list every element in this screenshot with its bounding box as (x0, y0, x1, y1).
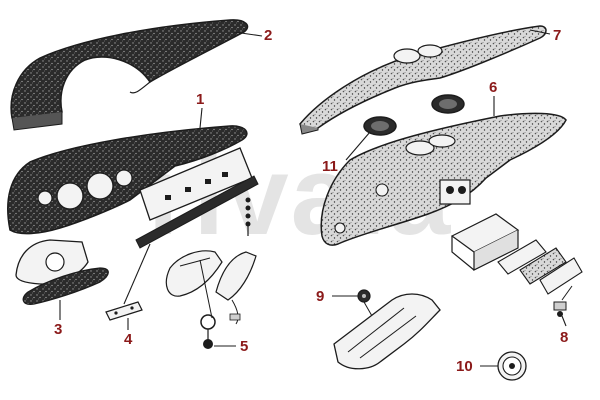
part-label-10: 10 (456, 358, 473, 375)
leader-11 (345, 131, 371, 161)
part-label-8: 8 (560, 329, 569, 346)
leader-lines (59, 29, 567, 367)
leader-7 (529, 29, 551, 35)
top-dashboard-pad-part-7 (299, 25, 547, 135)
gauge-hole-small (115, 169, 133, 187)
padded-trim-part-3 (22, 267, 109, 305)
glovebox-right (450, 213, 520, 271)
part-label-1: 1 (196, 91, 205, 108)
bracket-part-4 (105, 243, 151, 321)
main-dashboard-panel-part-1 (7, 125, 248, 235)
glovebox-lid-left (215, 251, 257, 325)
part-label-9: 9 (316, 288, 325, 305)
part-label-3: 3 (54, 321, 63, 338)
latch-part-8 (553, 285, 573, 317)
leader-1 (199, 107, 203, 129)
part-label-5: 5 (240, 338, 249, 355)
screw-set (245, 197, 251, 236)
gauge-hole-side (37, 190, 53, 206)
glovebox-frames-right (497, 239, 583, 295)
trim-rail (135, 175, 259, 249)
part-label-11: 11 (322, 158, 338, 175)
leader-8 (561, 315, 567, 327)
dash-top-cover-part-2 (10, 19, 249, 131)
trim-ring-part-10 (497, 351, 527, 381)
lower-gauge-housing (15, 239, 89, 285)
glovebox-liner-left (165, 250, 223, 297)
knob-assembly-part-5 (199, 259, 216, 349)
gauge-hole-large-1 (56, 182, 84, 210)
leader-2 (233, 31, 263, 37)
round-vents-part-11 (363, 94, 465, 136)
lower-dashboard-part-6 (320, 112, 567, 246)
small-knob-part-9 (357, 289, 373, 317)
part-label-7: 7 (553, 27, 562, 44)
gauge-hole-large-2 (86, 172, 114, 200)
part-label-6: 6 (489, 79, 498, 96)
part-label-2: 2 (264, 27, 273, 44)
center-console-duct (333, 293, 441, 370)
part-label-4: 4 (124, 331, 133, 348)
